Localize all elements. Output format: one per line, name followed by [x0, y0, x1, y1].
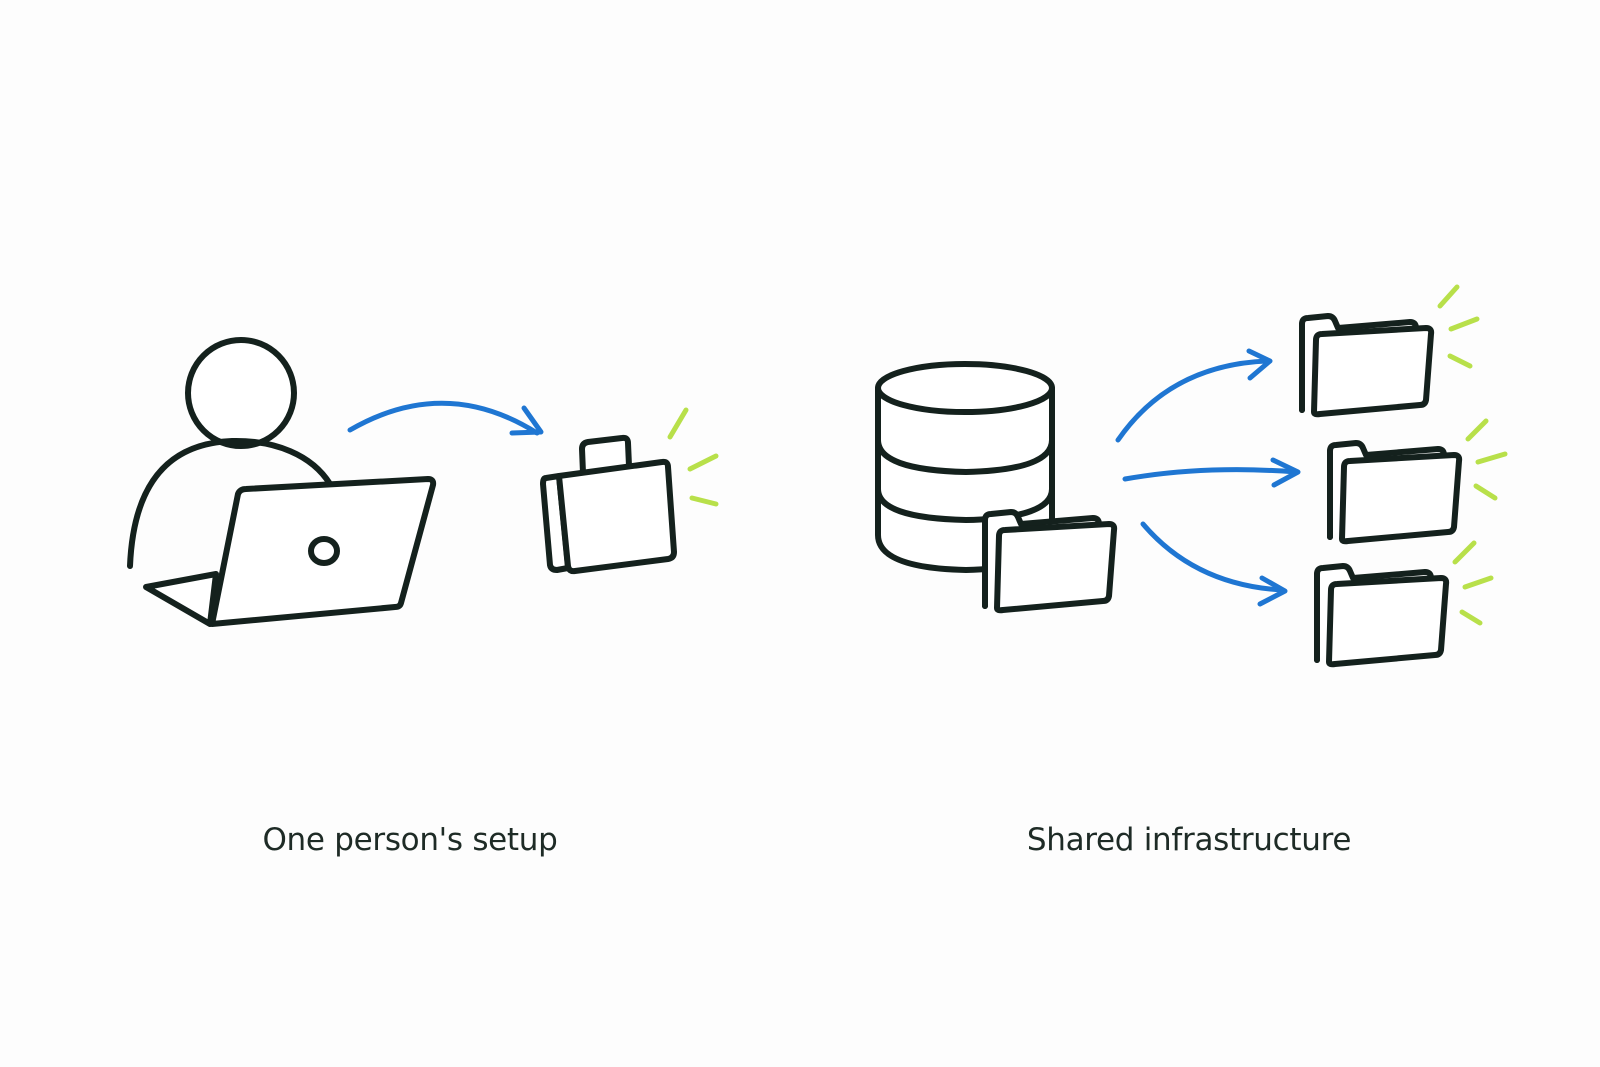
- caption-personal-setup: One person's setup: [262, 822, 558, 858]
- sparkle-icon: [667, 407, 719, 507]
- sparkle-icon: [1452, 540, 1494, 626]
- sparkle-icon: [1437, 284, 1480, 369]
- personal-setup-group: [127, 337, 719, 627]
- arrow-icon: [347, 400, 544, 436]
- arrow-icon: [1115, 358, 1299, 593]
- shared-infrastructure-group: [875, 284, 1508, 664]
- caption-shared-infrastructure: Shared infrastructure: [1026, 822, 1352, 858]
- arrowhead-group: [1246, 348, 1301, 607]
- laptop-icon: [143, 476, 437, 627]
- person-icon: [127, 337, 333, 569]
- sparkle-icon: [1465, 418, 1508, 501]
- folder-icon: [985, 512, 1114, 610]
- folder-icon: [1302, 316, 1431, 414]
- folder-icon: [1317, 566, 1446, 664]
- folder-icon: [1330, 443, 1459, 541]
- briefcase-icon: [540, 434, 677, 575]
